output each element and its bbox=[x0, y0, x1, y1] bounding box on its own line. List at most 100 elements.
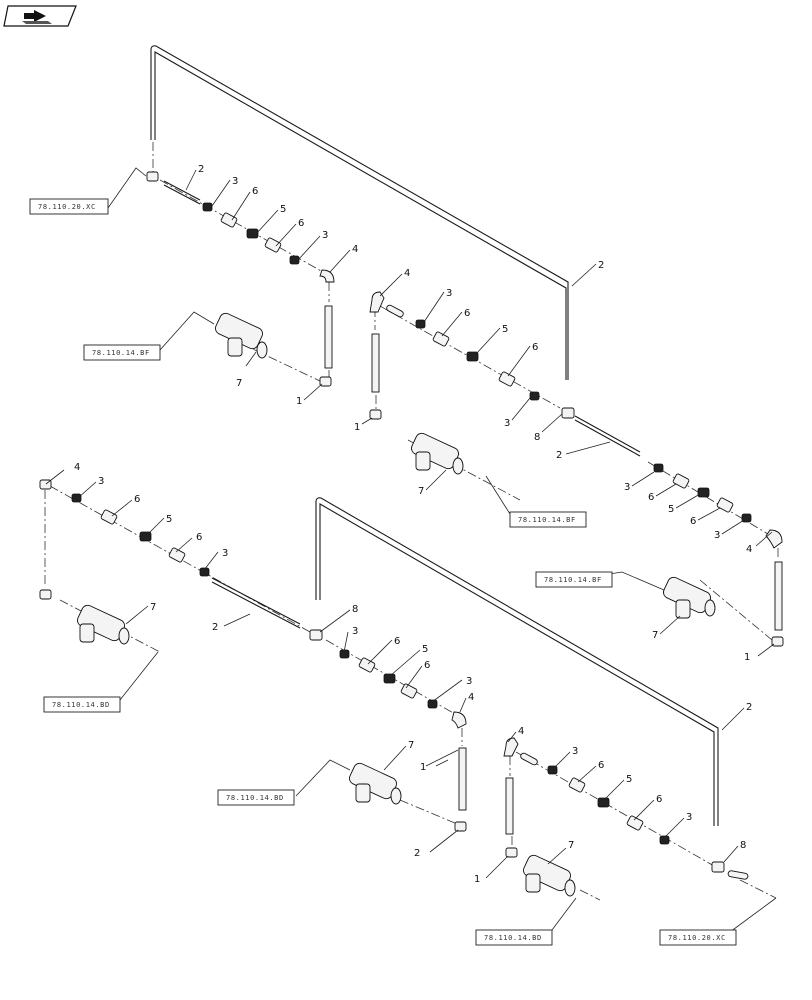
callout-number: 3 bbox=[686, 812, 692, 823]
short-tube bbox=[386, 304, 404, 318]
vertical-tube bbox=[505, 777, 514, 835]
back-arrow-button[interactable] bbox=[3, 5, 77, 27]
short-tube bbox=[163, 180, 201, 205]
tube bbox=[211, 577, 301, 629]
callout-number: 6 bbox=[394, 636, 400, 647]
callout-labels: 2 3 6 5 6 3 4 7 1 2 4 3 6 5 6 3 8 2 1 7 … bbox=[74, 164, 752, 885]
callout-number: 2 bbox=[556, 450, 562, 461]
callout-number: 5 bbox=[502, 324, 508, 335]
callout-number: 1 bbox=[474, 874, 480, 885]
elbow-fitting bbox=[369, 409, 382, 420]
reference-link[interactable]: 78.110.20.XC bbox=[29, 198, 109, 215]
nut-fitting bbox=[659, 835, 670, 845]
back-arrow-icon bbox=[22, 10, 52, 24]
sleeve bbox=[568, 777, 586, 793]
tee-fitting bbox=[411, 432, 464, 475]
ferrule bbox=[139, 531, 152, 542]
callout-number: 1 bbox=[744, 652, 750, 663]
reference-link[interactable]: 78.110.20.XC bbox=[659, 929, 737, 946]
elbow-fitting bbox=[369, 291, 385, 313]
callout-number: 3 bbox=[232, 176, 238, 187]
callout-number: 6 bbox=[690, 516, 696, 527]
reference-link[interactable]: 78.110.14.BF bbox=[535, 571, 613, 588]
sleeve bbox=[358, 657, 376, 673]
callout-number: 6 bbox=[134, 494, 140, 505]
reference-label: 78.110.20.XC bbox=[668, 934, 726, 942]
callout-number: 5 bbox=[422, 644, 428, 655]
callout-number: 7 bbox=[652, 630, 658, 641]
elbow-fitting bbox=[146, 171, 159, 182]
callout-number: 6 bbox=[424, 660, 430, 671]
nut-fitting bbox=[547, 765, 558, 775]
callout-number: 7 bbox=[568, 840, 574, 851]
sleeve bbox=[220, 212, 238, 228]
leader-lines bbox=[45, 167, 777, 939]
callout-number: 8 bbox=[352, 604, 358, 615]
elbow-fitting bbox=[765, 529, 783, 549]
callout-number: 4 bbox=[404, 268, 410, 279]
ferrule bbox=[597, 797, 610, 808]
callout-number: 6 bbox=[464, 308, 470, 319]
nut-fitting bbox=[199, 567, 210, 577]
elbow-fitting bbox=[319, 269, 335, 283]
short-tube bbox=[727, 870, 749, 880]
reference-label: 78.110.20.XC bbox=[38, 203, 96, 211]
callout-number: 3 bbox=[98, 476, 104, 487]
elbow-fitting bbox=[505, 847, 518, 858]
nut-fitting bbox=[653, 463, 664, 473]
callout-number: 3 bbox=[714, 530, 720, 541]
callout-number: 6 bbox=[656, 794, 662, 805]
nut-fitting bbox=[415, 319, 426, 329]
callout-number: 2 bbox=[212, 622, 218, 633]
callout-number: 6 bbox=[598, 760, 604, 771]
elbow-fitting bbox=[451, 711, 467, 729]
sleeve bbox=[432, 331, 450, 347]
reference-link[interactable]: 78.110.14.BF bbox=[509, 511, 587, 528]
callout-number: 4 bbox=[746, 544, 752, 555]
tee-fitting bbox=[349, 762, 402, 805]
assembly-bottom bbox=[39, 479, 777, 901]
tube bbox=[574, 415, 641, 457]
callout-number: 8 bbox=[534, 432, 540, 443]
nut-fitting bbox=[289, 255, 300, 265]
callout-number: 1 bbox=[296, 396, 302, 407]
elbow-fitting bbox=[503, 737, 519, 757]
elbow-fitting bbox=[39, 589, 52, 600]
callout-number: 6 bbox=[252, 186, 258, 197]
tee-fitting-connector bbox=[309, 629, 323, 641]
callout-number: 1 bbox=[354, 422, 360, 433]
reference-link[interactable]: 78.110.14.BD bbox=[217, 789, 295, 806]
sleeve bbox=[100, 509, 118, 525]
elbow-fitting bbox=[454, 821, 467, 832]
callout-number: 4 bbox=[518, 726, 524, 737]
sleeve bbox=[672, 473, 690, 489]
callout-number: 2 bbox=[746, 702, 752, 713]
callout-number: 4 bbox=[352, 244, 358, 255]
ferrule bbox=[383, 673, 396, 684]
callout-number: 5 bbox=[280, 204, 286, 215]
reference-link[interactable]: 78.110.14.BD bbox=[43, 696, 121, 713]
callout-number: 4 bbox=[74, 462, 80, 473]
callout-number: 6 bbox=[196, 532, 202, 543]
sleeve bbox=[168, 547, 186, 563]
sleeve bbox=[498, 371, 516, 387]
reference-link[interactable]: 78.110.14.BD bbox=[475, 929, 553, 946]
vertical-tube bbox=[774, 561, 783, 631]
tee-fitting bbox=[663, 576, 716, 619]
reference-label: 78.110.14.BF bbox=[518, 516, 576, 524]
reference-label: 78.110.14.BD bbox=[226, 794, 284, 802]
reference-links: 78.110.20.XC 78.110.14.BF 78.110.14.BF 7… bbox=[29, 198, 737, 946]
callout-number: 1 bbox=[420, 762, 426, 773]
reference-link[interactable]: 78.110.14.BF bbox=[83, 344, 161, 361]
tee-fitting-connector bbox=[561, 407, 575, 419]
callout-number: 7 bbox=[418, 486, 424, 497]
tee-fitting bbox=[77, 604, 130, 645]
callout-number: 3 bbox=[572, 746, 578, 757]
callout-number: 3 bbox=[222, 548, 228, 559]
reference-label: 78.110.14.BD bbox=[484, 934, 542, 942]
tee-fitting bbox=[523, 854, 576, 897]
sleeve bbox=[400, 683, 418, 699]
callout-number: 3 bbox=[466, 676, 472, 687]
callout-number: 3 bbox=[322, 230, 328, 241]
nut-fitting bbox=[71, 493, 82, 503]
